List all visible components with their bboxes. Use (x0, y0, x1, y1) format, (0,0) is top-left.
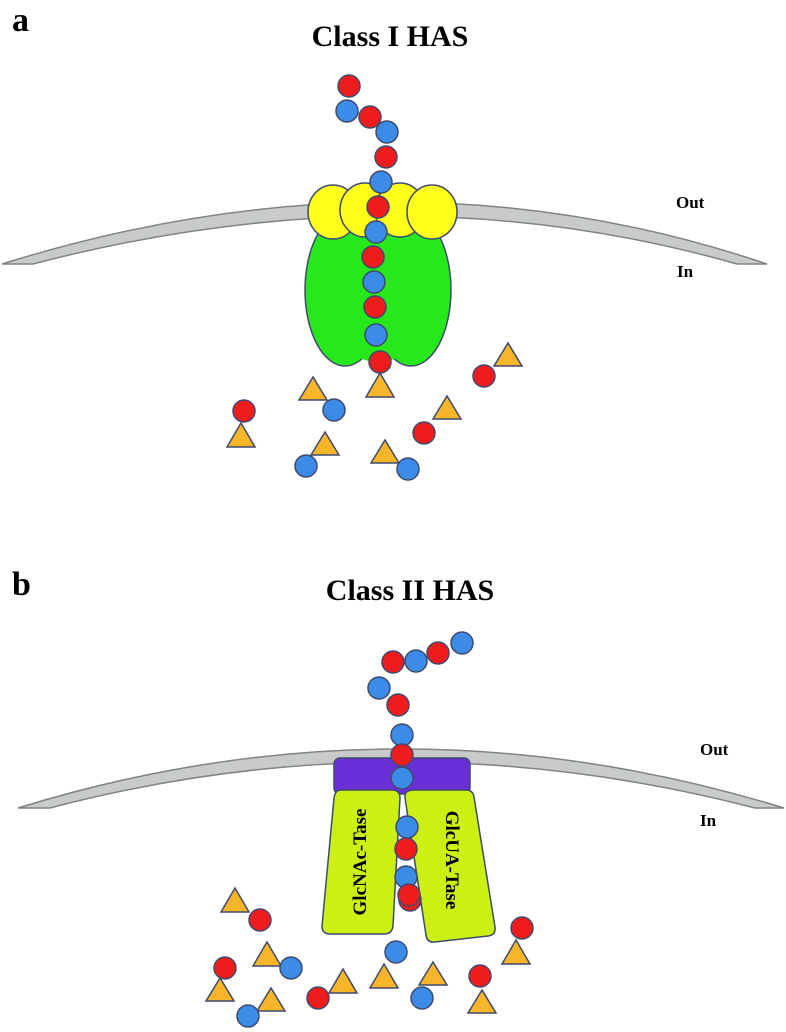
class2-free-sugars (204, 886, 534, 1028)
glcnac-tase-label: GlcNAc-Tase (350, 809, 371, 916)
class1-ha-chain (335, 74, 399, 398)
class2-glcnac-domain (321, 789, 401, 935)
panel-b-membrane (17, 748, 785, 809)
class2-domain-labels: GlcNAc-Tase GlcUA-Tase (350, 809, 462, 916)
panel-a-in-label: In (677, 262, 694, 281)
panel-b-letter: b (12, 566, 31, 603)
panel-b-out-label: Out (700, 740, 729, 759)
panel-a-out-label: Out (676, 193, 705, 212)
panel-a-membrane (1, 201, 768, 265)
panel-a-title: Class I HAS (311, 20, 469, 53)
panel-b-in-label: In (700, 811, 717, 830)
glcua-tase-label: GlcUA-Tase (441, 811, 462, 910)
panel-a-letter: a (12, 2, 29, 39)
panel-b-title: Class II HAS (325, 574, 495, 607)
class2-glcua-domain (404, 789, 496, 943)
class2-ha-chain (367, 631, 474, 912)
class1-free-sugars (225, 341, 524, 481)
